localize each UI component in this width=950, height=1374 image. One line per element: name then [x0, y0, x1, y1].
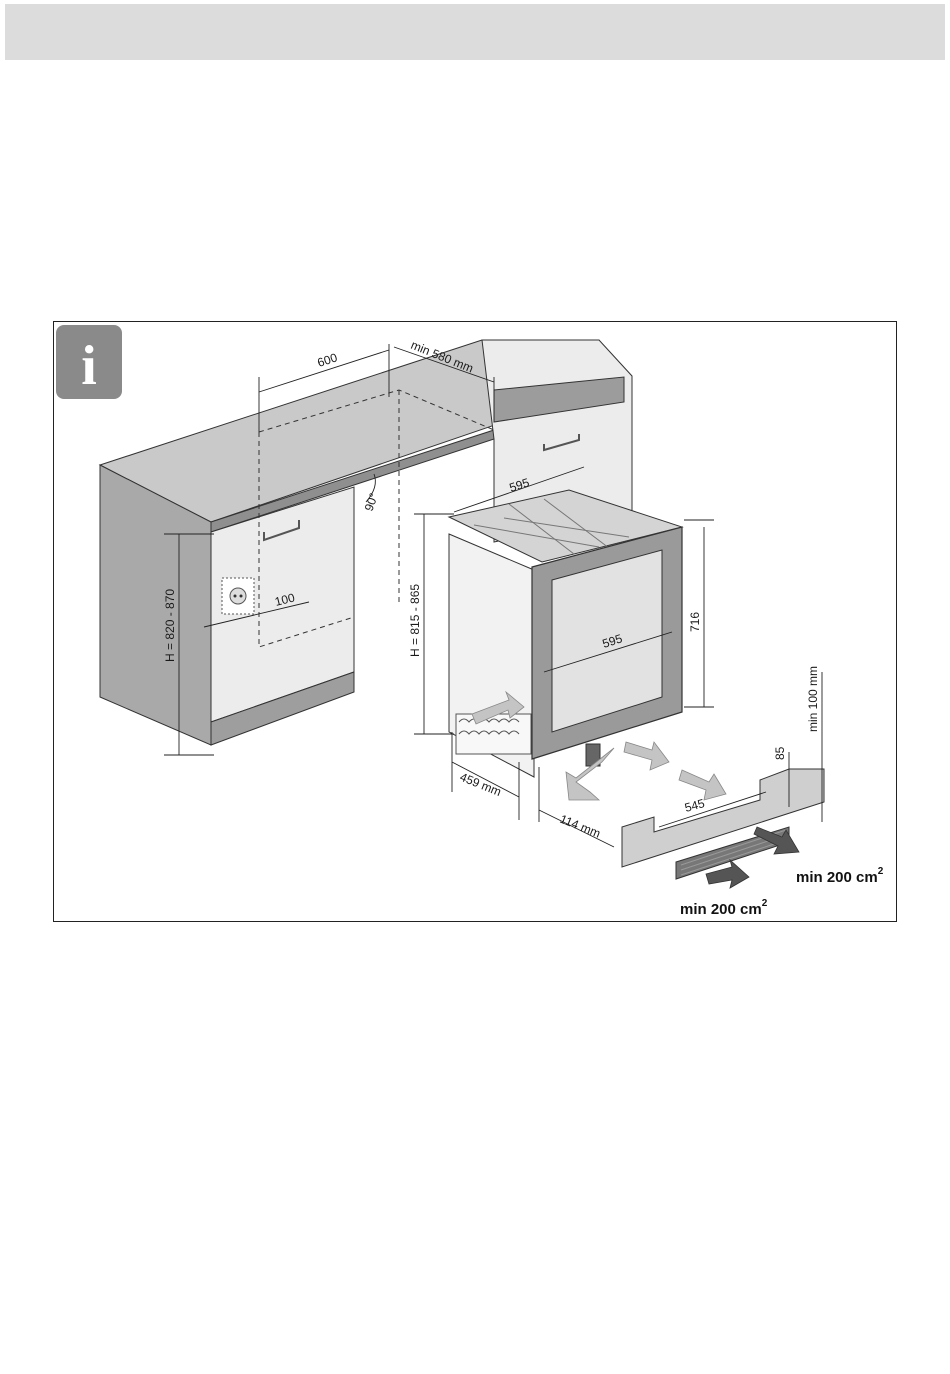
- plinth: [622, 769, 824, 879]
- vent-front-label: min 200 cm2: [796, 866, 884, 886]
- dim-plinth-height: 85: [773, 746, 787, 760]
- dim-depth-body: 459 mm: [458, 770, 503, 799]
- wine-cooler: [449, 490, 682, 777]
- dim-height-appliance: H = 815 - 865: [408, 584, 422, 657]
- power-socket-icon: [222, 578, 254, 614]
- svg-text:i: i: [81, 335, 97, 397]
- dim-height-niche: H = 820 - 870: [163, 589, 177, 662]
- dim-plinth-depth: 545: [683, 796, 706, 815]
- dim-door-height: 716: [688, 612, 702, 632]
- dim-plinth-min-height: min 100 mm: [806, 666, 820, 732]
- installation-drawing: i: [54, 322, 898, 923]
- info-icon: i: [56, 325, 122, 399]
- installation-diagram: i: [53, 321, 897, 922]
- vent-rear-label: min 200 cm2: [680, 898, 768, 918]
- dim-angle: 90°: [362, 491, 381, 513]
- header-band: [5, 4, 945, 60]
- dim-plinth-offset: 114 mm: [558, 812, 603, 841]
